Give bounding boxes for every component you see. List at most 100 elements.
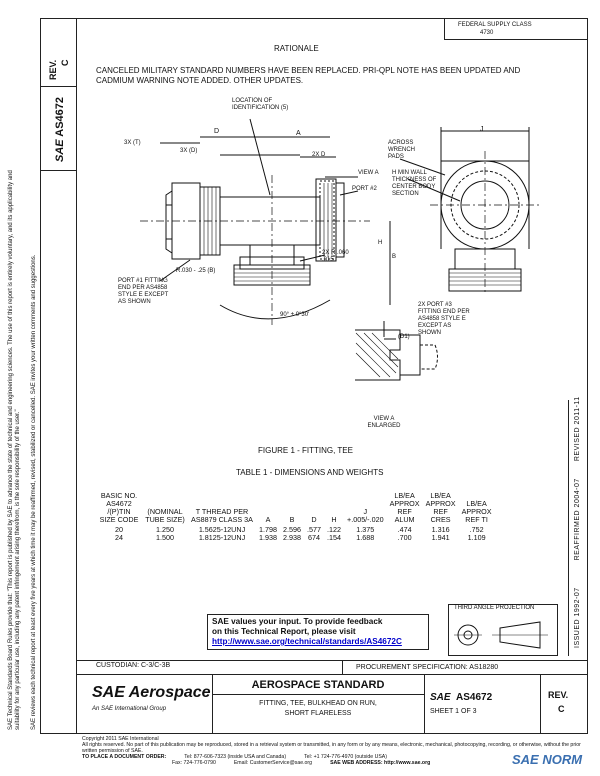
label-port1: PORT #1 FITTING END PER AS4858 STYLE E E… bbox=[118, 278, 169, 305]
label-port3: 2X PORT #3 FITTING END PER AS4858 STYLE … bbox=[418, 302, 470, 336]
footer-rights: All rights reserved. No part of this pub… bbox=[82, 742, 581, 754]
header-j: J +.005/-.020 bbox=[347, 507, 384, 524]
label-ref-d1: (D1) bbox=[398, 334, 410, 340]
title-block-rev-divider bbox=[540, 674, 541, 734]
right-margin-rule bbox=[568, 400, 569, 656]
header-alum: LB/EA APPROX REF ALUM bbox=[389, 491, 420, 524]
footer-fax: Fax: 724-776-0790 bbox=[172, 760, 216, 766]
procurement: PROCUREMENT SPECIFICATION: AS18280 bbox=[356, 664, 499, 671]
title-rev-label: REV. bbox=[548, 690, 569, 700]
cell: .122 bbox=[327, 525, 341, 534]
sae-logo-sub: An SAE International Group bbox=[92, 706, 167, 712]
header-d: D bbox=[311, 515, 317, 524]
header-thread: T THREAD PER AS8879 CLASS 3A bbox=[191, 507, 253, 524]
header-b: B bbox=[289, 515, 295, 524]
cell: 2.596 bbox=[283, 525, 301, 534]
fsc-line2: 4730 bbox=[480, 30, 494, 36]
cell: 1.109 bbox=[467, 533, 486, 542]
header-cres: LB/EA APPROX REF CRES bbox=[425, 491, 456, 524]
aerospace-standard-title: AEROSPACE STANDARD bbox=[251, 679, 385, 691]
custodian: CUSTODIAN: C-3/C-3B bbox=[96, 662, 171, 669]
rev-label-side: REV. bbox=[48, 59, 58, 80]
cell: 1.688 bbox=[356, 533, 375, 542]
title-block-left-divider bbox=[212, 674, 213, 734]
fitting-tee-drawing bbox=[140, 118, 540, 381]
sae-logo-small: SAE bbox=[54, 139, 66, 162]
footer-web: SAE WEB ADDRESS: http://www.sae.org bbox=[330, 760, 431, 766]
label-3x-t: 3X (T) bbox=[124, 140, 141, 146]
sae-logo-title: SAE bbox=[430, 692, 451, 703]
cell: .474 bbox=[397, 525, 412, 534]
cell: 1.316 bbox=[431, 525, 450, 534]
header-h: H bbox=[331, 515, 337, 524]
title-block-right-divider bbox=[424, 674, 425, 734]
cell: .577 bbox=[307, 525, 321, 534]
title-rev-value: C bbox=[558, 704, 565, 714]
label-view-a: VIEW A bbox=[358, 170, 379, 176]
footer-email: Email: CustomerService@sae.org bbox=[233, 760, 313, 766]
cell: 1.938 bbox=[259, 533, 277, 542]
table-row: 20 1.250 1.5625-12UNJ 1.798 2.596 .577 .… bbox=[96, 526, 495, 534]
rev-value-side: C bbox=[60, 59, 70, 67]
cell: 1.941 bbox=[431, 533, 450, 542]
footer-order: TO PLACE A DOCUMENT ORDER: bbox=[82, 754, 167, 760]
table-caption: TABLE 1 - DIMENSIONS AND WEIGHTS bbox=[236, 468, 384, 477]
footer-tel2: Tel: +1 724-776-4970 (outside USA) bbox=[304, 754, 387, 760]
dimensions-table: BASIC NO. AS4672 /(P)TIN SIZE CODE (NOMI… bbox=[96, 492, 495, 542]
footer-contact-row2: Fax: 724-776-0790 Email: CustomerService… bbox=[82, 760, 582, 766]
cell: 1.798 bbox=[259, 525, 277, 534]
page-frame bbox=[40, 18, 588, 734]
right-margin-dates: ISSUED 1992-07 REAFFIRMED 2004-07 REVISE… bbox=[574, 396, 581, 648]
cell: 1.375 bbox=[356, 525, 375, 534]
cell: 1.250 bbox=[156, 525, 174, 534]
footer-contact-row: TO PLACE A DOCUMENT ORDER: Tel: 877-606-… bbox=[82, 754, 582, 760]
sae-aerospace-logo: SAE Aerospace bbox=[92, 684, 211, 701]
left-column-divider bbox=[76, 18, 77, 734]
label-min-wall: H MIN WALL THICKNESS OF CENTER BODY SECT… bbox=[392, 170, 437, 197]
cell: 1.500 bbox=[156, 533, 174, 542]
left-margin-disclaimer: SAE Technical Standards Board Rules prov… bbox=[8, 170, 37, 730]
figure-caption: FIGURE 1 - FITTING, TEE bbox=[258, 446, 353, 455]
label-3x-d: 3X (D) bbox=[180, 148, 198, 154]
table-row: 24 1.500 1.8125-12UNJ 1.938 2.938 674 .1… bbox=[96, 534, 495, 542]
label-2x-r: 2X R .060 .015 bbox=[322, 250, 349, 263]
cell: .154 bbox=[327, 533, 341, 542]
cell: 674 bbox=[308, 533, 320, 542]
third-angle-label: THIRD ANGLE PROJECTION bbox=[454, 605, 535, 611]
docnum-box-divider bbox=[40, 170, 76, 171]
label-dim-h: H bbox=[378, 240, 383, 246]
title-doc-number: AS4672 bbox=[456, 692, 493, 703]
cell: 20 bbox=[115, 525, 123, 534]
label-dim-j: J bbox=[480, 126, 484, 133]
cell: .700 bbox=[397, 533, 412, 542]
label-dim-a: A bbox=[296, 130, 301, 137]
cell: 24 bbox=[115, 533, 123, 542]
feedback-line2: on this Technical Report, please visit bbox=[212, 627, 356, 636]
fsc-box bbox=[444, 18, 588, 40]
side-doc-number: SAE AS4672 bbox=[54, 96, 66, 162]
sae-norm-watermark: SAE NORM bbox=[512, 752, 583, 767]
feedback-line1: SAE values your input. To provide feedba… bbox=[212, 617, 383, 626]
cell: .752 bbox=[469, 525, 484, 534]
header-basic-no: BASIC NO. AS4672 /(P)TIN SIZE CODE bbox=[99, 491, 139, 524]
header-a: A bbox=[265, 515, 271, 524]
label-dim-b: B bbox=[392, 254, 397, 260]
footer-copyright: Copyright 2011 SAE International bbox=[82, 736, 159, 742]
third-angle-box bbox=[448, 604, 558, 656]
doc-title-line2: SHORT FLARELESS bbox=[284, 710, 352, 717]
third-angle-symbol-icon bbox=[454, 621, 548, 649]
title-block-top-rule bbox=[76, 674, 588, 675]
fsc-line1: FEDERAL SUPPLY CLASS bbox=[458, 22, 532, 28]
label-location-ident: LOCATION OF IDENTIFICATION (5) bbox=[232, 98, 289, 111]
rationale-heading: RATIONALE bbox=[274, 44, 319, 53]
label-dim-d: D bbox=[214, 128, 220, 135]
rev-box-divider bbox=[40, 86, 76, 87]
label-2x-d: 2X D bbox=[312, 152, 326, 158]
header-ti: LB/EA APPROX REF TI bbox=[461, 499, 492, 524]
custodian-top-rule bbox=[76, 660, 588, 661]
feedback-link[interactable]: http://www.sae.org/technical/standards/A… bbox=[212, 637, 402, 646]
cell: 1.8125-12UNJ bbox=[198, 533, 246, 542]
rationale-text: CANCELED MILITARY STANDARD NUMBERS HAVE … bbox=[96, 66, 521, 85]
cell: 1.5625-12UNJ bbox=[198, 525, 246, 534]
label-port2: PORT #2 bbox=[352, 186, 377, 192]
